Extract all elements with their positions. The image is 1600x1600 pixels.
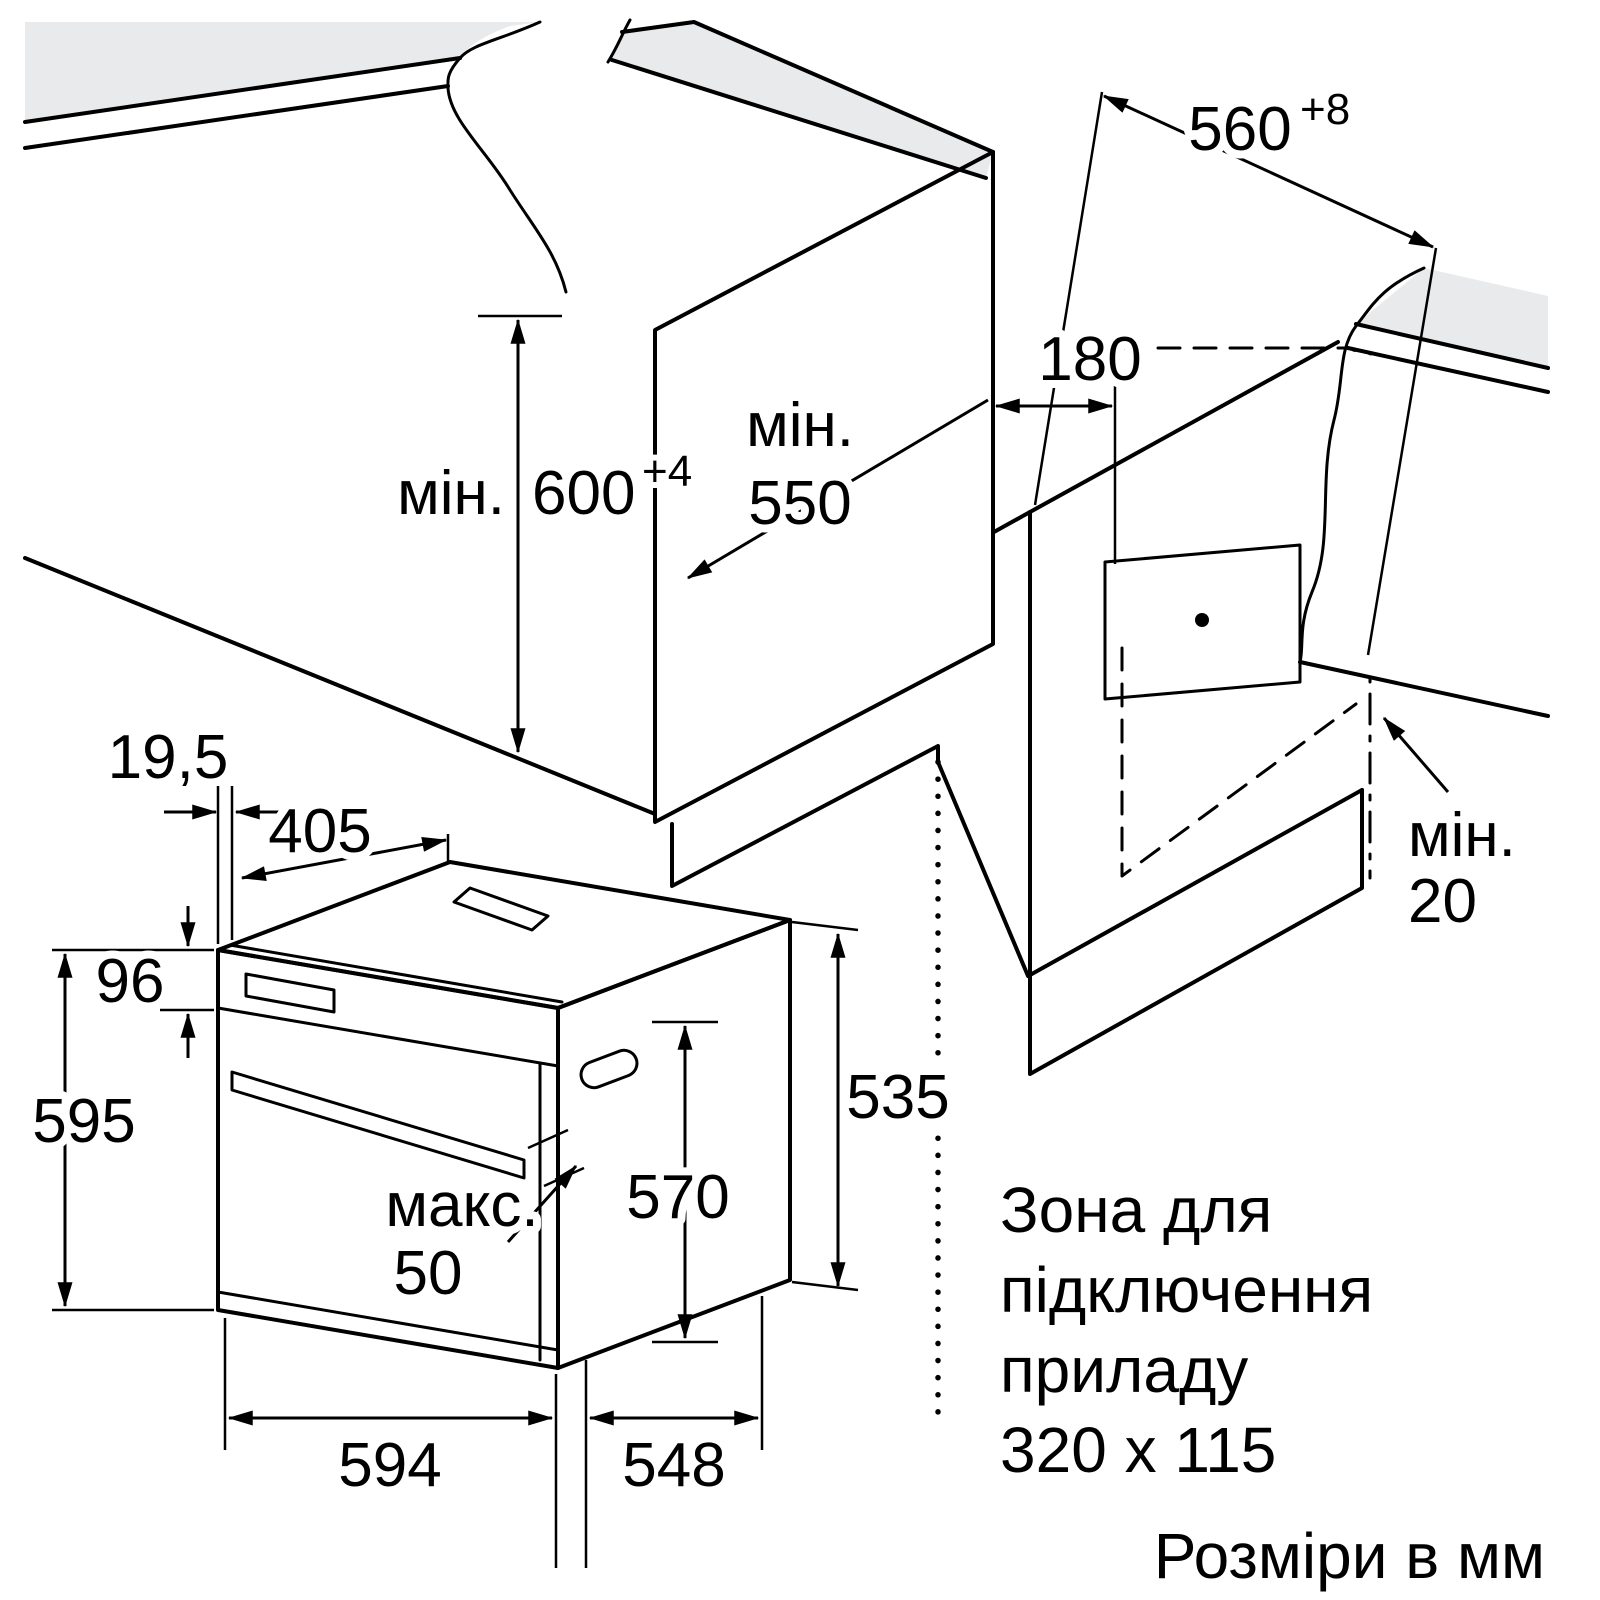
label-niche-depth-1: мін. <box>746 391 854 460</box>
dim-side-height <box>791 920 859 1292</box>
zone-text-line4: 320 x 115 <box>1000 1414 1276 1486</box>
label-door-offset: 19,5 <box>108 723 229 792</box>
connection-zone-hatch <box>1103 543 1302 701</box>
countertop-tear-right <box>606 18 632 64</box>
label-niche-height-value: 600 <box>532 459 635 528</box>
countertop-tear-left <box>446 20 568 294</box>
oven-top-face <box>216 860 792 1010</box>
dimension-labels: мін. 600 +4 мін. 550 180 560 +8 мін. 20 … <box>24 79 1524 1508</box>
oven-side-face <box>556 918 792 1370</box>
oven <box>216 860 792 1370</box>
right-wall-and-countertop <box>1298 266 1550 718</box>
countertop-right-section <box>612 22 993 178</box>
dim-oven-width <box>223 1318 558 1568</box>
label-handle-depth-1: макс. <box>385 1171 538 1240</box>
label-niche-width: 560 <box>1188 95 1291 164</box>
right-countertop-face <box>1348 324 1548 392</box>
zone-text-line1: Зона для <box>1000 1174 1272 1246</box>
countertop-left <box>23 18 995 294</box>
dim-niche-depth <box>686 398 989 580</box>
niche-cabinet <box>992 338 1372 1076</box>
label-rear-gap-2: 20 <box>1408 867 1477 936</box>
label-oven-width: 594 <box>338 1431 441 1500</box>
connection-zone-dot <box>1195 613 1209 627</box>
oven-side-grip <box>579 1048 639 1090</box>
oven-front-face <box>216 948 560 1370</box>
dim-panel-depth <box>240 834 450 882</box>
label-panel-height: 96 <box>96 947 165 1016</box>
countertop-left-face <box>25 58 460 148</box>
dim-rear-gap <box>1382 717 1450 793</box>
dim-panel-height <box>52 906 214 1058</box>
dim-handle-depth <box>506 1128 585 1244</box>
right-wall-tear <box>1298 266 1426 664</box>
label-side-height: 535 <box>846 1063 949 1132</box>
tall-cabinet-panel <box>653 150 995 824</box>
connection-zone-text: Зона для підключення приладу 320 x 115 <box>1000 1174 1373 1486</box>
dim-niche-height <box>478 314 562 754</box>
label-niche-depth-2: 550 <box>748 469 851 538</box>
label-zone-offset: 180 <box>1038 325 1141 394</box>
label-oven-depth: 548 <box>622 1431 725 1500</box>
oven-vent-cutout <box>452 886 550 932</box>
label-niche-width-sup: +8 <box>1300 85 1350 134</box>
oven-control-display <box>244 972 336 1014</box>
dim-body-height <box>652 1020 718 1344</box>
oven-door-handle <box>230 1070 526 1180</box>
countertop-left-surface <box>25 22 540 122</box>
dim-door-offset <box>164 786 286 944</box>
right-countertop-surface <box>1356 268 1548 368</box>
right-wall-panel <box>1300 350 1548 716</box>
zone-text-line2: підключення <box>1000 1254 1373 1326</box>
label-body-height: 570 <box>626 1163 729 1232</box>
floor-lines <box>23 556 1030 978</box>
label-niche-height-prefix: мін. <box>397 459 505 528</box>
dim-oven-depth <box>584 1296 764 1568</box>
zone-text-line3: приладу <box>1000 1334 1248 1406</box>
dim-niche-width <box>1033 91 1438 656</box>
label-niche-height-sup: +4 <box>642 447 692 496</box>
label-handle-depth-2: 50 <box>394 1239 463 1308</box>
label-rear-gap-1: мін. <box>1408 801 1516 870</box>
dim-oven-height <box>52 952 214 1312</box>
label-oven-height: 595 <box>32 1087 135 1156</box>
label-panel-depth: 405 <box>268 797 371 866</box>
units-note: Розміри в мм <box>1154 1520 1545 1592</box>
